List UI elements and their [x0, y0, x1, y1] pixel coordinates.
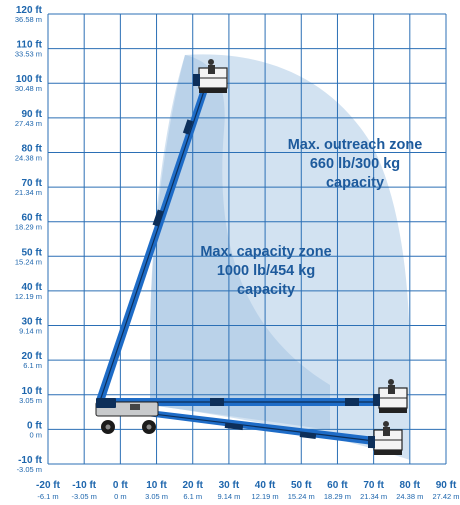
y-tick-label-m: 27.43 m: [15, 119, 42, 128]
y-tick-label-m: 36.58 m: [15, 15, 42, 24]
y-tick-label-ft: 30 ft: [21, 317, 42, 328]
machine-chassis: [95, 398, 159, 434]
platform-low: [368, 421, 403, 455]
outreach-zone-caption: capacity: [326, 175, 384, 191]
basket-floor: [374, 450, 402, 455]
y-tick-label-m: 3.05 m: [19, 396, 42, 405]
jib-mount: [368, 436, 375, 448]
x-tick-label-ft: 60 ft: [327, 480, 348, 491]
x-tick-label-m: 18.29 m: [324, 492, 351, 501]
x-tick-label-m: 9.14 m: [217, 492, 240, 501]
boom-raised-position: [96, 80, 210, 402]
x-tick-label-m: 24.38 m: [396, 492, 423, 501]
x-tick-label-ft: 80 ft: [400, 480, 421, 491]
y-tick-label-ft: 0 ft: [27, 420, 43, 431]
y-tick-label-ft: 10 ft: [21, 386, 42, 397]
x-tick-label-m: 27.42 m: [432, 492, 459, 501]
x-tick-label-m: -3.05 m: [71, 492, 96, 501]
y-tick-label-m: 15.24 m: [15, 257, 42, 266]
x-tick-label-m: -6.1 m: [37, 492, 58, 501]
outreach-zone-title: Max. outreach zone: [288, 137, 423, 153]
y-tick-label-ft: 110 ft: [16, 40, 42, 51]
operator-body: [208, 65, 215, 74]
operator-body: [388, 385, 395, 394]
y-tick-label-m: 24.38 m: [15, 153, 42, 162]
x-tick-label-m: 21.34 m: [360, 492, 387, 501]
y-tick-label-ft: 90 ft: [21, 109, 42, 120]
outreach-zone-capacity: 660 lb/300 kg: [310, 156, 400, 172]
jib-mount: [193, 74, 200, 86]
y-tick-label-m: 12.19 m: [15, 292, 42, 301]
y-tick-label-m: 6.1 m: [23, 361, 42, 370]
y-tick-label-ft: 70 ft: [21, 178, 42, 189]
x-tick-label-ft: 90 ft: [436, 480, 457, 491]
x-tick-label-ft: -10 ft: [72, 480, 97, 491]
basket-floor: [379, 408, 407, 413]
x-tick-label-m: 0 m: [114, 492, 127, 501]
y-tick-label-m: 30.48 m: [15, 84, 42, 93]
x-tick-label-ft: 0 ft: [113, 480, 129, 491]
capacity-zone-capacity: 1000 lb/454 kg: [217, 263, 315, 279]
x-tick-label-m: 3.05 m: [145, 492, 168, 501]
x-tick-label-m: 15.24 m: [288, 492, 315, 501]
jib-mount: [373, 394, 380, 406]
y-tick-label-m: 9.14 m: [19, 327, 42, 336]
x-axis-labels: -20 ft-6.1 m -10 ft-3.05 m 0 ft0 m 10 ft3.0…: [36, 480, 460, 501]
platform-mid: [373, 379, 408, 413]
y-tick-label-ft: 120 ft: [16, 5, 43, 16]
x-tick-label-ft: 20 ft: [182, 480, 203, 491]
x-tick-label-ft: -20 ft: [36, 480, 61, 491]
x-tick-label-ft: 70 ft: [363, 480, 384, 491]
x-tick-label-m: 12.19 m: [252, 492, 279, 501]
y-tick-label-m: 33.53 m: [15, 50, 42, 59]
max-capacity-zone: [150, 55, 330, 430]
platform-top: [193, 59, 228, 93]
boom-lowered-position: [100, 405, 375, 445]
y-tick-label-m: 0 m: [29, 430, 42, 439]
y-tick-label-ft: 100 ft: [16, 74, 43, 85]
y-tick-label-ft: 60 ft: [21, 213, 42, 224]
y-tick-label-m: -3.05 m: [17, 465, 42, 474]
operator-head: [388, 379, 394, 385]
capacity-zone-title: Max. capacity zone: [200, 244, 331, 260]
y-tick-label-ft: -10 ft: [18, 455, 43, 466]
y-tick-label-m: 21.34 m: [15, 188, 42, 197]
y-tick-label-ft: 40 ft: [21, 282, 42, 293]
y-tick-label-ft: 20 ft: [21, 351, 42, 362]
operator-head: [383, 421, 389, 427]
x-tick-label-m: 6.1 m: [183, 492, 202, 501]
y-tick-label-ft: 80 ft: [21, 143, 42, 154]
x-tick-label-ft: 40 ft: [255, 480, 276, 491]
y-tick-label-m: 18.29 m: [15, 223, 42, 232]
x-tick-label-ft: 50 ft: [291, 480, 312, 491]
basket-floor: [199, 88, 227, 93]
operator-head: [208, 59, 214, 65]
x-tick-label-ft: 30 ft: [219, 480, 240, 491]
y-tick-label-ft: 50 ft: [21, 247, 42, 258]
operator-body: [383, 427, 390, 436]
x-tick-label-ft: 10 ft: [146, 480, 167, 491]
capacity-zone-caption: capacity: [237, 282, 295, 298]
